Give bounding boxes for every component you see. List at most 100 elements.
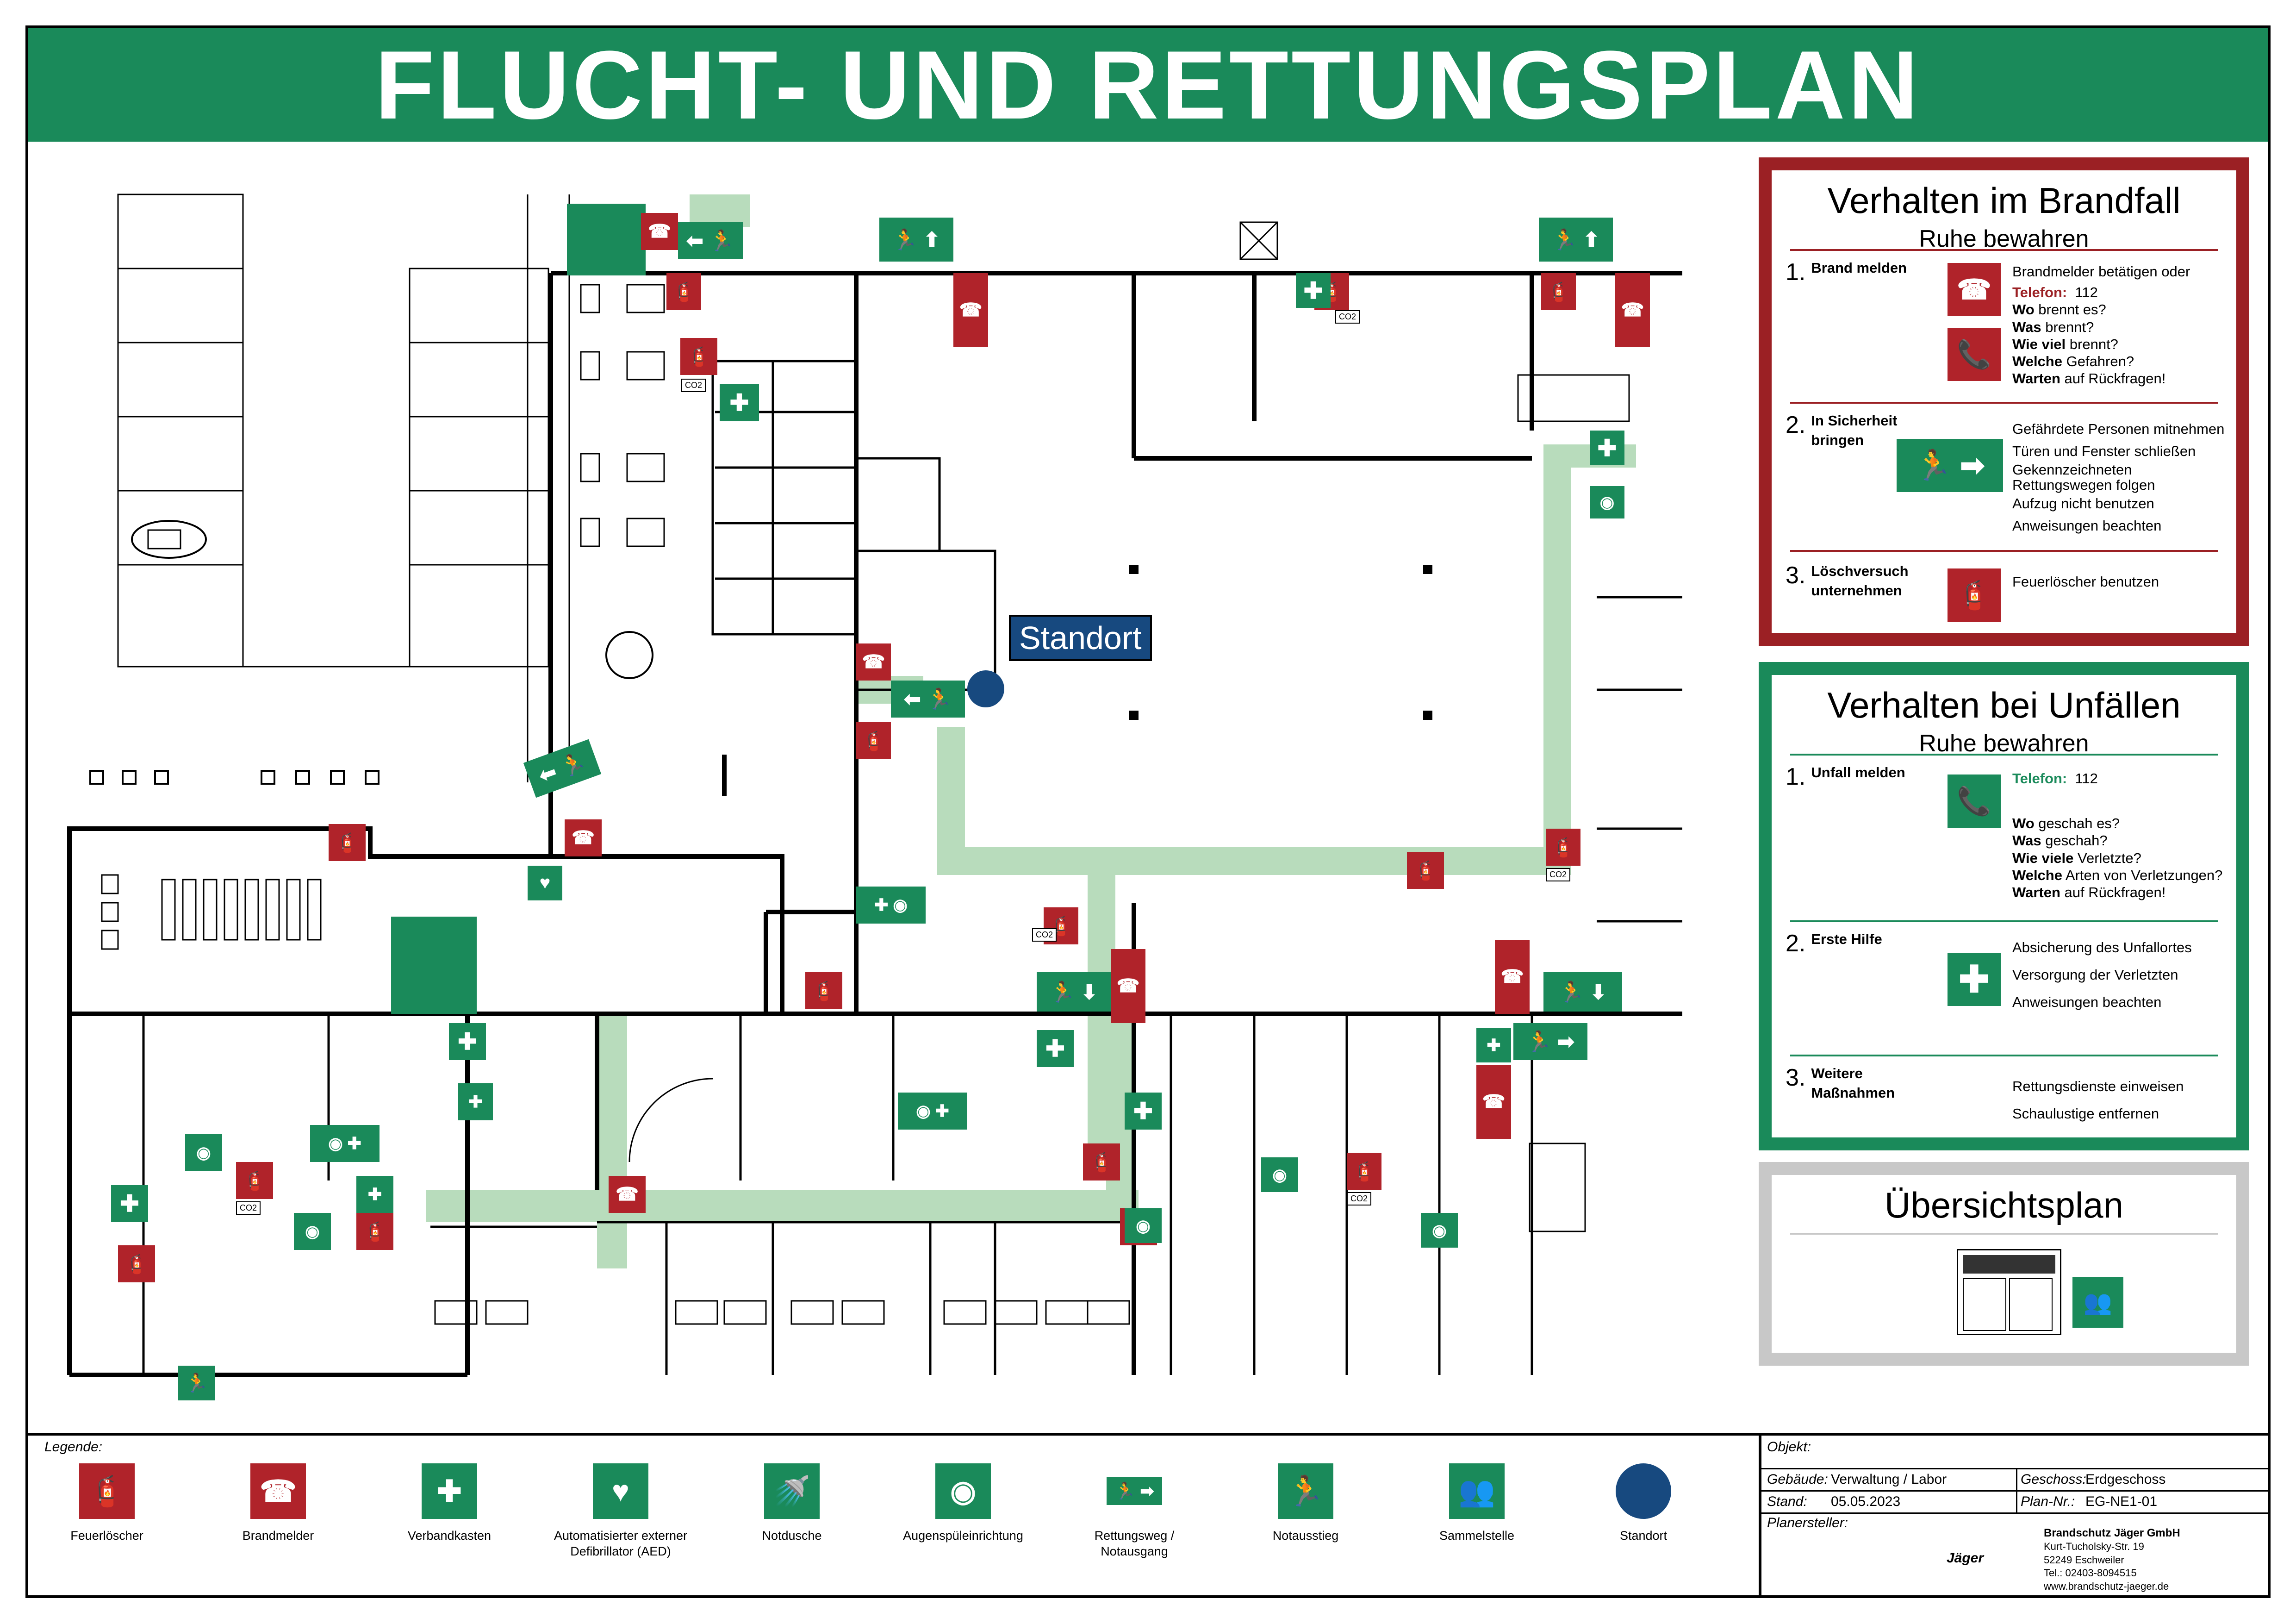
emergency-shower-icon: ✚ <box>356 1176 393 1213</box>
escape-route-sign: ⬅ 🏃 <box>678 222 743 259</box>
legend-item-assembly-point: 👥 Sammelstelle <box>1407 1463 1546 1544</box>
emergency-telephone-icon: 📞 <box>1948 775 2001 828</box>
fire-extinguisher-icon: 🧯 <box>666 273 701 310</box>
eye-wash-icon: ◉ <box>1590 486 1624 518</box>
aed-icon: ♥ <box>528 866 562 900</box>
fire-step-3-text: Feuerlöscher benutzen <box>2012 574 2159 590</box>
eye-wash-icon: ◉ <box>935 1463 991 1519</box>
emergency-shower-icon: 🚿 <box>764 1463 820 1519</box>
fire-alarm-icon: ☎ <box>953 273 988 347</box>
legend-item-escape-route: 🏃 ➡ Rettungsweg / Notausgang <box>1065 1463 1204 1560</box>
emergency-exit-window-icon: 🏃 <box>178 1366 215 1400</box>
fire-step-1-text: Brandmelder betätigen oder Telefon: 112 … <box>2012 263 2190 387</box>
emergency-shower-icon: ✚ <box>458 1083 493 1120</box>
first-aid-kit-icon: ✚ <box>1296 273 1331 308</box>
legend-item-standort: Standort <box>1574 1463 1713 1544</box>
legend-item-emergency-exit-window: 🏃 Notausstieg <box>1236 1463 1375 1544</box>
fire-alarm-icon: ☎ <box>1615 273 1650 347</box>
co2-label: CO2 <box>1347 1192 1372 1206</box>
fire-step-1: 1.Brand melden <box>1786 259 1907 286</box>
co2-label: CO2 <box>1546 868 1571 881</box>
escape-route-sign: 🏃 ⬆ <box>1539 218 1613 262</box>
stand-label: Stand: <box>1767 1494 1807 1509</box>
standort-marker-icon <box>967 670 1004 707</box>
cafeteria-tables <box>580 284 665 547</box>
fire-alarm-icon: ☎ <box>1111 949 1145 1023</box>
fire-extinguisher-icon: 🧯 <box>1541 273 1576 310</box>
fire-extinguisher-icon: 🧯 <box>856 722 891 759</box>
eye-wash-icon: ◉ <box>1125 1208 1162 1243</box>
fire-alarm-icon: ☎ <box>250 1463 306 1519</box>
accident-step-2-text: Absicherung des Unfallortes Versorgung d… <box>2012 939 2192 1010</box>
first-aid-kit-icon: ✚ <box>111 1185 148 1222</box>
fire-behavior-panel: Verhalten im Brandfall Ruhe bewahren 1.B… <box>1759 157 2249 646</box>
co2-label: CO2 <box>681 379 706 392</box>
fire-extinguisher-icon: 🧯 <box>1044 907 1078 944</box>
planersteller-label: Planersteller: <box>1767 1515 1848 1530</box>
legend-item-emergency-shower: 🚿 Notdusche <box>722 1463 861 1544</box>
company-logo-icon: Jäger <box>1947 1530 1984 1586</box>
fire-alarm-icon: ☎ <box>609 1176 646 1213</box>
fire-alarm-icon: ☎ <box>565 819 602 856</box>
eye-wash-icon: ◉ <box>185 1134 222 1171</box>
fire-extinguisher-icon: 🧯 <box>356 1213 393 1250</box>
overview-map-thumbnail <box>1957 1249 2061 1335</box>
first-aid-kit-icon: ✚ <box>1590 431 1624 465</box>
co2-label: CO2 <box>236 1201 261 1215</box>
fire-alarm-icon: ☎ <box>1476 1065 1511 1139</box>
legend-item-fire-extinguisher: 🧯 Feuerlöscher <box>37 1463 176 1544</box>
office-desks <box>434 1300 1130 1325</box>
overview-title: Übersichtsplan <box>1885 1185 2123 1225</box>
fire-extinguisher-icon: 🧯 <box>329 824 366 861</box>
fire-alarm-icon: ☎ <box>1948 263 2001 316</box>
staircase-top <box>567 204 646 275</box>
aed-icon: ♥ <box>593 1463 648 1519</box>
staircase-lecture <box>391 917 477 1014</box>
legend: Legende: 🧯 Feuerlöscher ☎ Brandmelder ✚ … <box>28 1433 1759 1598</box>
parking-left <box>117 194 244 668</box>
escape-route-sign: 🏃 ⬇ <box>1037 972 1111 1012</box>
first-aid-icon: ✚ <box>1948 953 2001 1006</box>
plan-info-box: Objekt: Gebäude: Verwaltung / Labor Gesc… <box>1759 1433 2271 1598</box>
company-info: Brandschutz Jäger GmbH Kurt-Tucholsky-St… <box>2044 1527 2180 1592</box>
location-dot-icon <box>1616 1463 1671 1519</box>
fire-extinguisher-icon: 🧯 <box>1948 568 2001 622</box>
legend-item-aed: ♥ Automatisierter externer Defibrillator… <box>551 1463 690 1560</box>
escape-route-sign: 🏃 ⬆ <box>879 218 953 262</box>
eye-wash-icon: ◉ <box>1421 1213 1458 1248</box>
gebaeude-value: Verwaltung / Labor <box>1831 1472 1947 1487</box>
fire-extinguisher-icon: 🧯 <box>1546 829 1580 866</box>
accident-step-2: 2.Erste Hilfe <box>1786 930 1882 957</box>
accident-behavior-panel: Verhalten bei Unfällen Ruhe bewahren 1.U… <box>1759 662 2249 1150</box>
accident-step-3-text: Rettungsdienste einweisen Schaulustige e… <box>2012 1078 2184 1122</box>
emergency-shower-icon: ✚ ◉ <box>856 887 926 924</box>
geschoss-label: Geschoss: <box>2021 1472 2086 1487</box>
fire-alarm-icon: ☎ <box>1495 940 1530 1014</box>
first-aid-kit-icon: ✚ <box>422 1463 477 1519</box>
legend-item-first-aid-kit: ✚ Verbandkasten <box>380 1463 519 1544</box>
fire-telephone-icon: 📞 <box>1948 328 2001 381</box>
fire-panel-title: Verhalten im Brandfall <box>1827 180 2181 221</box>
emergency-shower-icon: ✚ <box>1476 1028 1511 1062</box>
emergency-exit-window-icon: 🏃 <box>1278 1463 1333 1519</box>
escape-route-icon: 🏃 ➡ <box>1897 439 2003 492</box>
car-icon <box>131 520 207 559</box>
fire-extinguisher-icon: 🧯 <box>1083 1143 1120 1181</box>
legend-item-eye-wash: ◉ Augenspüleinrichtung <box>894 1463 1033 1544</box>
legend-title: Legende: <box>44 1439 103 1455</box>
accident-panel-subtitle: Ruhe bewahren <box>1919 730 2089 757</box>
objekt-label: Objekt: <box>1767 1439 1811 1455</box>
geschoss-value: Erdgeschoss <box>2085 1472 2166 1487</box>
first-aid-kit-icon: ✚ <box>1125 1093 1162 1130</box>
fire-extinguisher-icon: 🧯 <box>805 972 842 1009</box>
escape-routes <box>426 194 1636 1268</box>
escape-route-sign: 🏃 ➡ <box>1513 1023 1587 1060</box>
standort-label: Standort <box>1009 615 1152 661</box>
fire-alarm-icon: ☎ <box>856 643 891 681</box>
page-title: FLUCHT- UND RETTUNGSPLAN <box>375 30 1921 139</box>
escape-route-icon: 🏃 ➡ <box>1107 1477 1162 1505</box>
accident-step-1: 1.Unfall melden <box>1786 763 1905 790</box>
plannr-value: EG-NE1-01 <box>2085 1494 2158 1509</box>
